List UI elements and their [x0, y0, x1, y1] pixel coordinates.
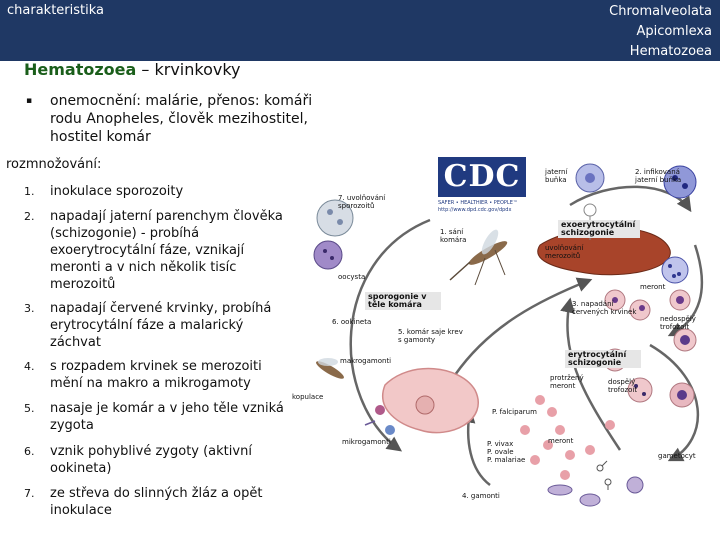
item-text: napadají jaterní parenchym člověka (schi… [50, 209, 283, 292]
label-jaterni-bunka: jaterní buňka [545, 168, 568, 184]
mosquito-icon [449, 229, 508, 286]
female-symbol-icon [604, 478, 612, 490]
erythrocyte-icon [669, 382, 695, 408]
label-gametocyt: gametocyt [658, 452, 696, 460]
item-text: s rozpadem krvinek se merozoiti mění na … [50, 359, 262, 391]
list-item: 1. inokulace sporozoity [24, 183, 294, 200]
label-infikovana-bunka: 2. infikovaná jaterní buňka [635, 168, 682, 184]
item-text: ze střeva do slinných žláz a opět inokul… [50, 486, 263, 518]
taxonomy-line: Apicomlexa [636, 24, 712, 39]
erythrocyte-icon [627, 377, 653, 403]
title-rest: – krvinkovky [136, 60, 241, 79]
label-kopulace: kopulace [292, 393, 324, 401]
item-text: vznik pohyblivé zygoty (aktivní ookineta… [50, 444, 252, 476]
oocyst-icon [316, 199, 354, 237]
list-item: 6. vznik pohyblivé zygoty (aktivní ookin… [24, 443, 294, 477]
label-meront-2: meront [548, 437, 574, 445]
cdc-tagline: SAFER • HEALTHIER • PEOPLE™ [438, 200, 518, 206]
oocyst-icon [313, 240, 343, 270]
label-exoerytrocytalni: exoerytrocytální schizogonie [558, 220, 640, 238]
label-sporogonie: sporogonie v těle komára [365, 292, 441, 310]
taxonomy-line: Hematozoea [629, 44, 712, 59]
list-item: 4. s rozpadem krvinek se merozoiti mění … [24, 358, 294, 392]
item-number: 5. [24, 402, 35, 415]
label-uvolnovani-merozoitu: uvolňování merozoitů [545, 244, 584, 260]
erythrocyte-icon [629, 299, 651, 321]
header-bar: charakteristika Chromalveolata Apicomlex… [0, 0, 720, 61]
item-number: 2. [24, 210, 35, 223]
subheading: rozmnožování: [6, 157, 102, 172]
title-highlight: Hematozoea [24, 60, 137, 79]
label-gamonti: 4. gamonti [462, 492, 500, 500]
item-number: 1. [24, 185, 35, 198]
slide-title: Hematozoea – krvinkovky [24, 60, 241, 79]
mosquito-icon [316, 358, 344, 379]
label-napadani: 3. napadání červených krvinek [572, 300, 637, 316]
cdc-logo: CDC SAFER • HEALTHIER • PEOPLE™ http://w… [435, 154, 545, 220]
life-cycle-illustration [313, 163, 704, 507]
label-sani-komara: 1. sání komára [440, 228, 467, 244]
list-item: 3. napadají červené krvinky, probíhá ery… [24, 300, 294, 351]
label-nedospely-trofozoit: nedospělý trofozoit [660, 315, 696, 331]
bullet-point: ▪ onemocnění: malárie, přenos: komáři ro… [26, 92, 316, 146]
label-mikrogamonti: mikrogamonti [342, 438, 391, 446]
erythrocyte-cluster-icon [520, 395, 615, 480]
cdc-logo-mark: CDC [438, 157, 526, 197]
label-protrzeny-meront: protržený meront [550, 374, 584, 390]
label-dospely-trofozoit: dospělý trofozoit [608, 378, 638, 394]
label-oocysta: oocysta [338, 273, 366, 281]
item-text: nasaje je komár a v jeho těle vzniká zyg… [50, 401, 284, 433]
label-ookineta: 6. ookineta [332, 318, 372, 326]
gametocyte-icon [547, 476, 644, 507]
item-number: 4. [24, 360, 35, 373]
item-number: 6. [24, 445, 35, 458]
list-item: 2. napadají jaterní parenchym člověka (s… [24, 208, 294, 293]
label-meront-1: meront [640, 283, 666, 291]
label-uvolnovani-sporozoitu: 7. uvolňování sporozoitů [338, 194, 386, 210]
gamete-icon [364, 405, 395, 435]
liver-cell-icon [575, 163, 605, 193]
label-p-falciparum: P. falciparum [492, 408, 537, 416]
header-left-label: charakteristika [7, 3, 104, 18]
label-komar-saje: 5. komár saje krev s gamonty [398, 328, 463, 344]
taxonomy-path: Chromalveolata Apicomlexa Hematozoea [609, 2, 712, 62]
item-number: 3. [24, 302, 35, 315]
item-text: inokulace sporozoity [50, 184, 184, 199]
male-symbol-icon [596, 460, 608, 472]
label-p-species: P. vivax P. ovale P. malariae [487, 440, 526, 464]
item-text: napadají červené krvinky, probíhá erytro… [50, 301, 272, 350]
erythrocyte-icon [673, 328, 697, 352]
bullet-text: onemocnění: malárie, přenos: komáři rodu… [50, 93, 313, 145]
cdc-url: http://www.dpd.cdc.gov/dpdx [438, 207, 512, 213]
label-erytrocytalni: erytrocytální schizogonie [565, 350, 641, 368]
list-item: 5. nasaje je komár a v jeho těle vzniká … [24, 400, 294, 434]
bullet-marker: ▪ [26, 96, 33, 106]
liver-cell-icon [663, 165, 697, 199]
erythrocyte-icon [669, 289, 691, 311]
malaria-life-cycle-diagram: CDC SAFER • HEALTHIER • PEOPLE™ http://w… [290, 150, 720, 540]
item-number: 7. [24, 487, 35, 500]
label-makrogamonti: makrogamonti [340, 357, 392, 365]
meront-icon [661, 256, 689, 284]
mosquito-gut-icon [382, 367, 479, 434]
erythrocyte-icon [604, 289, 626, 311]
taxonomy-line: Chromalveolata [609, 4, 712, 19]
list-item: 7. ze střeva do slinných žláz a opět ino… [24, 485, 294, 519]
